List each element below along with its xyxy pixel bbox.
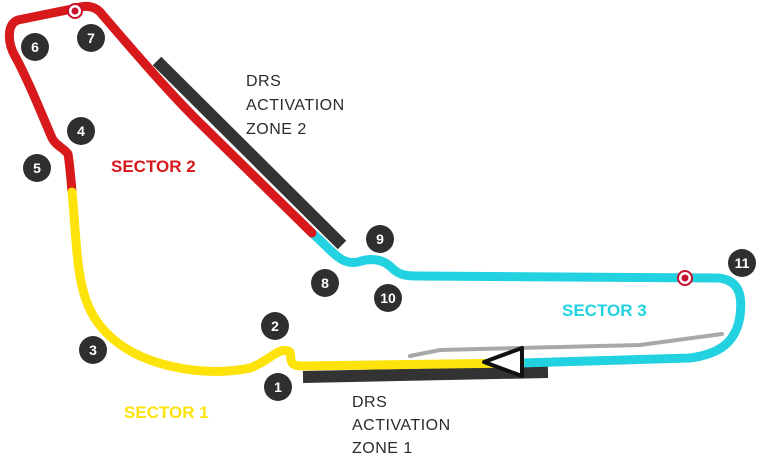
turn-badge-9-number: 9 <box>376 231 384 247</box>
turn-badge-7: 7 <box>77 24 105 52</box>
turn-badge-1-number: 1 <box>274 379 282 395</box>
turn-badge-11: 11 <box>728 249 756 277</box>
turn-badge-6: 6 <box>21 33 49 61</box>
drs-zone-1-line2: ACTIVATION <box>352 417 451 434</box>
turn-badge-10-number: 10 <box>380 290 396 306</box>
speed-trap-marker-icon <box>677 270 693 286</box>
sector-2-label: SECTOR 2 <box>111 157 196 176</box>
turn-badge-5-number: 5 <box>33 160 41 176</box>
turn-badge-1: 1 <box>264 373 292 401</box>
track-sector-1 <box>67 187 525 376</box>
drs-zone-2-line3: ZONE 2 <box>246 121 307 138</box>
turn-badge-3: 3 <box>79 336 107 364</box>
speed-trap-marker-icon <box>67 3 83 19</box>
drs-zone-1-label: DRS ACTIVATION ZONE 1 <box>352 394 451 457</box>
sector-3-label: SECTOR 3 <box>562 301 647 320</box>
turn-badge-4: 4 <box>67 117 95 145</box>
start-finish-arrow-icon <box>482 346 524 378</box>
track-sector-3 <box>307 228 746 368</box>
turn-badge-10: 10 <box>374 284 402 312</box>
turn-badge-11-number: 11 <box>735 255 750 271</box>
turn-badge-8: 8 <box>311 269 339 297</box>
pit-lane <box>408 332 724 358</box>
turn-badge-2-number: 2 <box>271 318 279 334</box>
turn-badge-3-number: 3 <box>89 342 97 358</box>
sector-1-label: SECTOR 1 <box>124 403 209 422</box>
turn-badge-7-number: 7 <box>87 30 95 46</box>
turn-badge-5: 5 <box>23 154 51 182</box>
drs-zone-2-bar <box>152 56 347 250</box>
drs-zone-2-label: DRS ACTIVATION ZONE 2 <box>246 73 345 138</box>
turn-badge-9: 9 <box>366 225 394 253</box>
turn-badge-8-number: 8 <box>321 275 329 291</box>
turn-badge-6-number: 6 <box>31 39 39 55</box>
drs-zone-1-line1: DRS <box>352 394 387 411</box>
track-sector-2 <box>4 1 317 238</box>
drs-zone-2-line1: DRS <box>246 73 281 90</box>
drs-zone-1-bar <box>302 366 549 383</box>
turn-badge-4-number: 4 <box>77 123 85 139</box>
drs-zone-1-line3: ZONE 1 <box>352 440 413 457</box>
drs-zone-2-line2: ACTIVATION <box>246 97 345 114</box>
turn-badge-2: 2 <box>261 312 289 340</box>
